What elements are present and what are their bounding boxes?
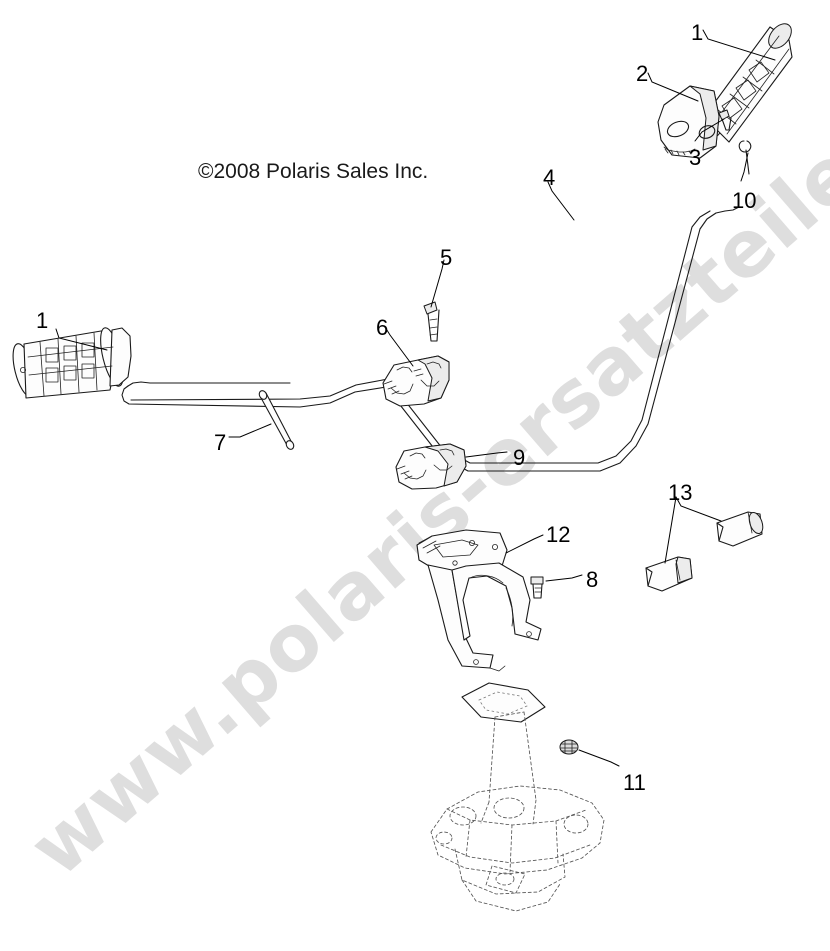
callout-1-right: 1 <box>691 20 704 45</box>
callout-10: 10 <box>732 188 757 213</box>
callout-11: 11 <box>623 770 646 795</box>
leader-7 <box>228 423 272 438</box>
leader-3 <box>694 118 725 142</box>
leader-13-b <box>664 496 677 564</box>
bracket-bolt-part <box>530 576 544 599</box>
leader-11 <box>578 749 620 767</box>
leader-5 <box>430 259 445 308</box>
leader-10 <box>740 152 749 182</box>
handlebar-clamp-upper-part <box>382 355 450 407</box>
callout-3: 3 <box>689 145 702 170</box>
clamp-bolt-upper-part <box>423 301 440 342</box>
callout-5: 5 <box>440 245 453 270</box>
leader-8 <box>545 574 583 582</box>
steering-post-bracket-part <box>416 529 542 672</box>
leader-1-right <box>702 29 776 61</box>
callout-13: 13 <box>668 480 693 505</box>
callout-7: 7 <box>214 430 227 455</box>
retaining-clip-part <box>738 140 752 175</box>
copyright-notice: ©2008 Polaris Sales Inc. <box>198 160 429 183</box>
callout-12: 12 <box>546 522 571 547</box>
leader-9 <box>465 451 508 458</box>
grip-end-cap-part <box>645 511 764 592</box>
callout-1-left: 1 <box>36 308 49 333</box>
handgrip-left-part <box>12 327 132 399</box>
leader-2 <box>647 72 699 102</box>
steering-post-phantom <box>461 682 546 803</box>
leader-4 <box>547 181 575 221</box>
leader-1-left <box>55 328 108 351</box>
steering-console-phantom <box>430 785 605 912</box>
callout-9: 9 <box>513 445 526 470</box>
leader-13-a <box>675 496 722 522</box>
throttle-screw-part <box>718 109 732 131</box>
callout-8: 8 <box>586 567 599 592</box>
handlebar-clamp-lower-part <box>395 443 467 490</box>
lock-nut-part <box>559 739 579 755</box>
throttle-housing-part <box>657 85 720 159</box>
leader-12 <box>505 534 544 554</box>
handlebar-cross-brace-part <box>258 390 295 450</box>
callout-4: 4 <box>543 165 556 190</box>
callout-2: 2 <box>636 61 649 86</box>
leader-lines <box>55 29 776 767</box>
callout-6: 6 <box>376 315 389 340</box>
leader-6 <box>384 326 414 367</box>
